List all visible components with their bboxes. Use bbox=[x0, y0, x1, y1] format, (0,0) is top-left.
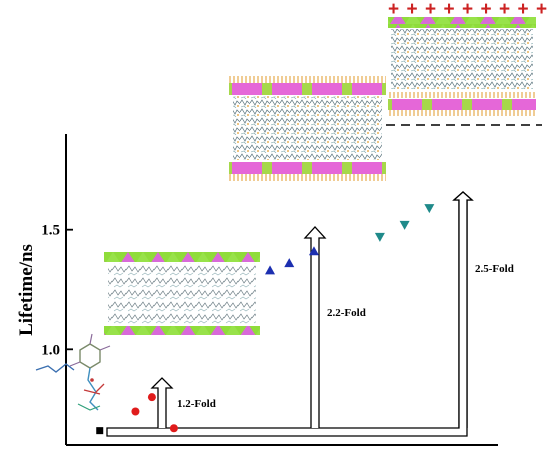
data-point-circle bbox=[131, 407, 140, 416]
fold-arrows bbox=[106, 191, 474, 437]
y-axis-title: Lifetime/ns bbox=[16, 244, 37, 336]
data-point-triangle-up bbox=[284, 258, 295, 268]
bilayer-illustration-2 bbox=[229, 76, 386, 181]
fold-label-2: 2.2-Fold bbox=[327, 307, 366, 319]
positive-charge-row: + + + + + + + + + bbox=[388, 0, 547, 20]
data-point-triangle-up bbox=[265, 265, 276, 275]
data-point-square bbox=[96, 427, 104, 435]
bilayer-illustration-3: + + + + + + + + + bbox=[386, 0, 547, 126]
data-point-triangle-up bbox=[308, 246, 319, 256]
plus-charge-icon: + bbox=[462, 0, 473, 20]
single-molecule-illustration bbox=[35, 333, 111, 411]
bilayer-illustration-1 bbox=[104, 252, 260, 335]
data-point-triangle-down bbox=[399, 220, 410, 230]
fold-arrow-1 bbox=[150, 377, 174, 428]
data-points bbox=[96, 204, 435, 435]
fold-label-1: 1.2-Fold bbox=[177, 398, 216, 410]
plus-charge-icon: + bbox=[425, 0, 436, 20]
y-tick-label: 1.5 bbox=[41, 223, 60, 239]
fold-arrow-3 bbox=[452, 191, 474, 428]
axes: 1.0 1.5 bbox=[41, 134, 498, 446]
plus-charge-icon: + bbox=[536, 0, 547, 20]
plus-charge-icon: + bbox=[481, 0, 492, 20]
plus-charge-icon: + bbox=[499, 0, 510, 20]
plus-charge-icon: + bbox=[518, 0, 529, 20]
fold-label-3: 2.5-Fold bbox=[475, 263, 514, 275]
data-point-circle bbox=[169, 424, 178, 433]
data-point-triangle-down bbox=[424, 204, 435, 214]
data-point-triangle-down bbox=[374, 232, 385, 242]
data-point-circle bbox=[147, 393, 156, 402]
plus-charge-icon: + bbox=[444, 0, 455, 20]
fold-arrow-2 bbox=[303, 226, 327, 428]
y-tick-label: 1.0 bbox=[41, 342, 60, 358]
plus-charge-icon: + bbox=[388, 0, 399, 20]
plus-charge-icon: + bbox=[407, 0, 418, 20]
